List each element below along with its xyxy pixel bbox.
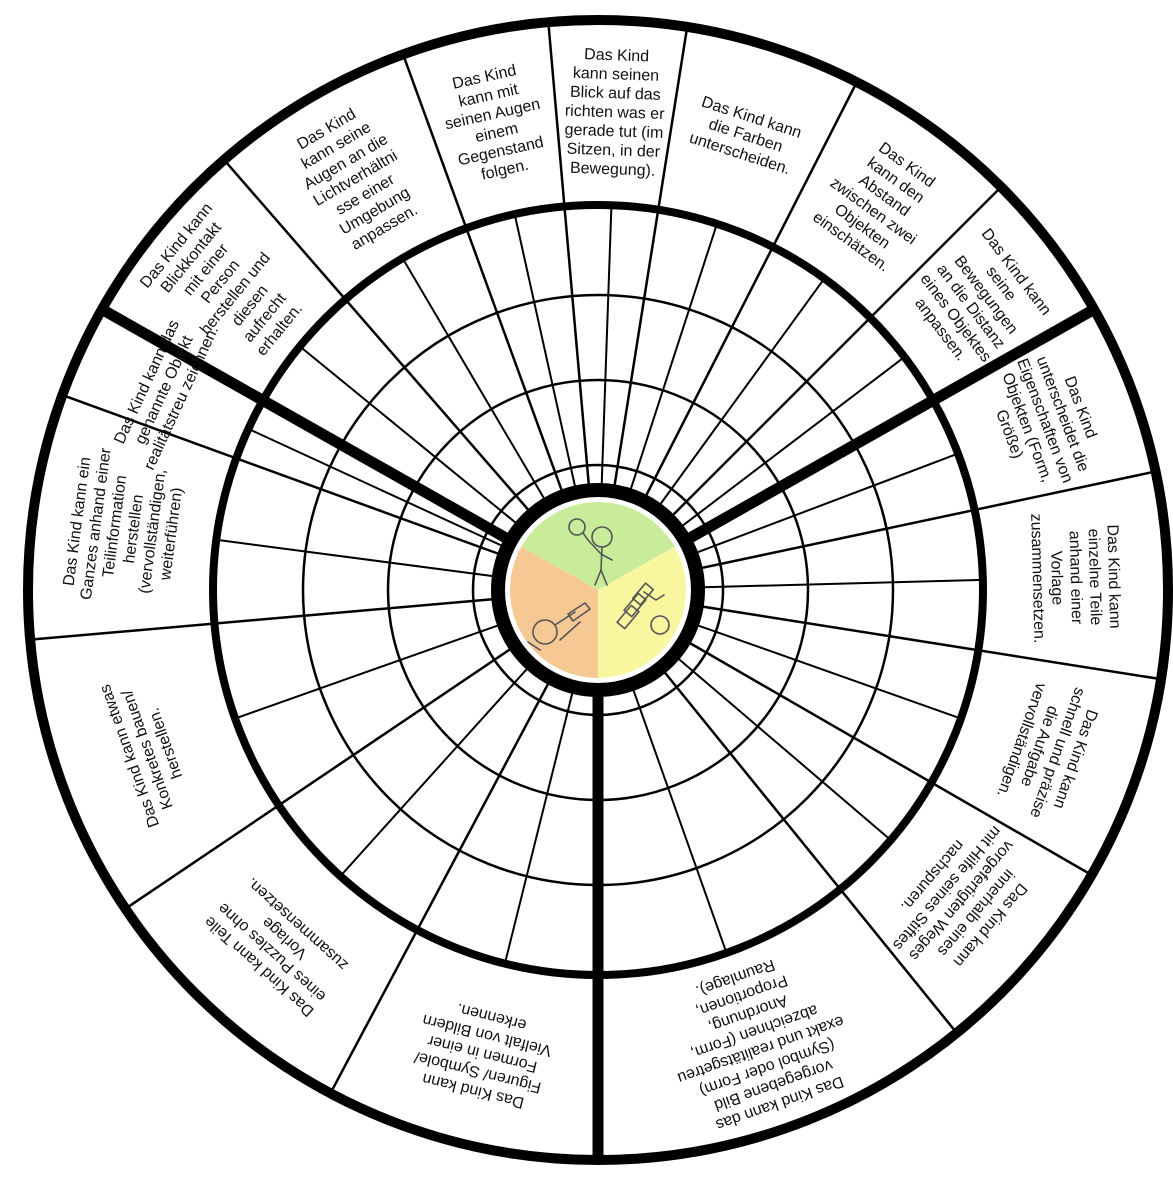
sector-label-line: Blick auf das — [570, 84, 661, 104]
sector-label-konkretes-bauen: Das Kind kann etwasKonkretes bauen/herst… — [97, 669, 199, 829]
sector-label-line: Vorlage — [1047, 551, 1065, 606]
sector-label-line: Sitzen, in der — [566, 141, 661, 161]
group-divider — [99, 304, 519, 549]
sector-divider — [701, 470, 1156, 570]
sector-label-teile-vorlage: Das Kind kanneinzelne Teileanhand einerV… — [1027, 511, 1123, 643]
sector-labels: Das Kind kannBlickkontaktmit einerPerson… — [59, 46, 1124, 1133]
sector-divider — [547, 22, 591, 485]
sector-label-ganzes-herstellen: Das Kind kann einGanzes anhand einerTeil… — [59, 444, 190, 611]
sector-divider — [61, 393, 499, 555]
sector-subdivider — [216, 538, 494, 578]
sector-divider — [124, 648, 511, 910]
sector-label-aufgabe-vervollstaendigen: Das Kind kannschnell und präzisedie Aufg… — [990, 672, 1106, 826]
child-with-magnifier-icon — [568, 518, 613, 586]
sector-divider — [223, 158, 530, 511]
sector-subdivider — [503, 692, 574, 964]
sector-subdivider — [659, 277, 826, 505]
center-sector-right — [598, 546, 686, 678]
sector-label-bewegungen-distanz: Das Kind kannseineBewegungenan die Dista… — [901, 225, 1054, 377]
group-divider — [677, 304, 1097, 549]
building-blocks-icon — [616, 582, 670, 635]
sector-label-line: Bewegung). — [570, 160, 656, 180]
sector-subdivider — [401, 257, 546, 500]
sector-label-line: kann seinen — [573, 65, 660, 85]
sector-subdivider — [299, 345, 517, 524]
sector-subdivider — [339, 668, 528, 877]
sector-subdivider — [703, 578, 983, 589]
sector-divider — [663, 671, 958, 1034]
sector-subdivider — [697, 624, 962, 720]
sector-subdivider — [681, 356, 906, 527]
sector-label-abstand: Das Kindkann denAbstandzwischen zweiObje… — [804, 128, 953, 279]
sector-label-gegenstand-folgen: Das Kindkann mitseinen AugeneinemGegenst… — [435, 59, 554, 189]
sector-subdivider — [629, 223, 718, 490]
sector-subdivider — [677, 658, 892, 841]
sector-divider — [645, 81, 858, 497]
sector-label-line: richten was er — [565, 103, 666, 123]
sector-divider — [329, 683, 550, 1094]
sector-divider — [401, 53, 563, 491]
sector-label-line: gerade tut (im — [564, 122, 663, 142]
sector-subdivider — [696, 452, 959, 554]
pencil-drawing-icon — [527, 602, 591, 651]
sector-subdivider — [234, 624, 499, 720]
sector-label-line: anhand einer — [1066, 531, 1085, 625]
sector-subdivider — [513, 213, 577, 487]
sector-divider — [30, 597, 493, 641]
sector-subdivider — [600, 205, 613, 485]
sector-divider — [689, 641, 1093, 877]
sector-label-line: Das Kind — [584, 46, 649, 65]
sector-label-figuren-erkennen: Das Kind kannFiguren/ Symbole/Formen in … — [407, 992, 558, 1114]
sector-label-line: einzelne Teile — [1085, 528, 1105, 625]
sector-label-lichtverhaeltnisse: Das Kindkann seineAugen an dieLichtverhä… — [282, 98, 430, 259]
sector-label-line: zusammensetzen. — [1027, 513, 1047, 643]
sector-subdivider — [632, 689, 728, 954]
sector-subdivider — [247, 427, 503, 547]
sector-label-farben: Das Kind kanndie Farbenunterscheiden. — [687, 93, 804, 178]
center-icons — [527, 518, 670, 651]
sector-divider — [613, 26, 689, 486]
sector-divider — [702, 605, 1162, 681]
sector-label-puzzle: Das Kind kann Teileeines Puzzles ohneVor… — [201, 870, 355, 1019]
sector-label-blick-richten: Das Kindkann seinenBlick auf dasrichten … — [563, 46, 668, 180]
sector-spokes — [30, 22, 1162, 1160]
sector-divider — [672, 186, 1002, 516]
sector-label-line: Das Kind kann — [1103, 524, 1123, 628]
